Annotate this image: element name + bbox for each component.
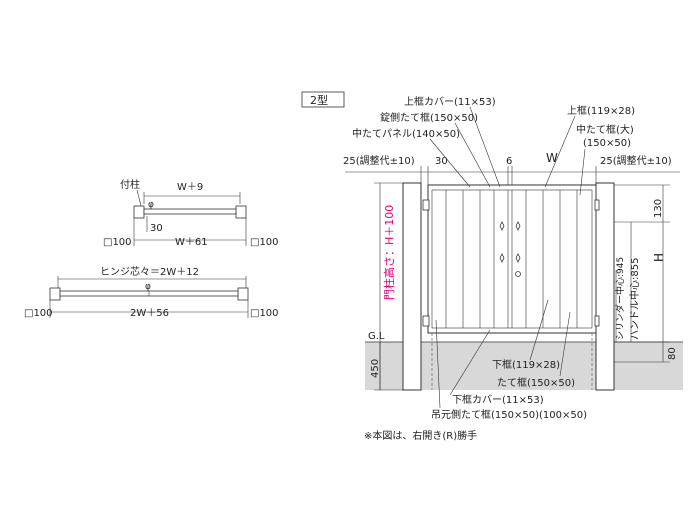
hinge-top xyxy=(422,199,430,211)
dim-130-label: 130 xyxy=(653,199,664,218)
latch-top xyxy=(594,199,600,211)
svg-text:φ: φ xyxy=(148,200,154,210)
post-right xyxy=(235,205,247,219)
post-label: 付柱 xyxy=(120,178,140,191)
leader-top-frame xyxy=(544,115,576,188)
leader-lock-stile xyxy=(454,122,491,188)
cylinder-right xyxy=(515,253,521,263)
stile-label: たて框(150×50) xyxy=(497,376,575,389)
note-label: ※本図は、右開き(R)勝手 xyxy=(364,429,477,442)
dim-30-label: 30 xyxy=(435,156,448,167)
cylinder-center-label: シリンダー中心:945 xyxy=(614,257,626,340)
bottom-frame-label: 下框(119×28) xyxy=(492,358,560,371)
hinge-center-label: ヒンジ芯々＝2W＋12 xyxy=(100,265,199,278)
gate-slats xyxy=(445,190,578,328)
gl-label: G.L xyxy=(368,331,385,342)
dim-450-label: 450 xyxy=(370,359,381,378)
plan-view-bottom: ヒンジ芯々＝2W＋12 φ 2W＋56 □100 □100 xyxy=(24,265,279,319)
post-left xyxy=(133,205,145,219)
leader-bottom-frame xyxy=(529,299,549,361)
post-height-label: 門柱高さ：H＋100 xyxy=(382,205,396,300)
center-stile-big-size: (150×50) xyxy=(583,138,631,149)
keyhole xyxy=(515,271,521,277)
hinge-bottom xyxy=(422,315,430,327)
plan-view-top: 付柱 W＋9 φ 30 W＋61 □100 □100 xyxy=(103,178,279,248)
leader-center-panel xyxy=(429,138,471,188)
post-size-right: □100 xyxy=(250,237,279,248)
type-label-box xyxy=(301,91,345,108)
center-stile-big-label: 中たて框(大) xyxy=(576,123,634,136)
width-top-label: W＋9 xyxy=(177,182,203,193)
post-size-right-2: □100 xyxy=(250,308,279,319)
bottom-frame-cover-label: 下框カバー(11×53) xyxy=(452,393,544,406)
cylinder-left xyxy=(499,253,505,263)
lock-stile-label: 錠側たて框(150×50) xyxy=(380,111,478,124)
width-bottom-label: W＋61 xyxy=(175,237,208,248)
center-panel-label: 中たてパネル(140×50) xyxy=(352,127,460,140)
dim-80-label: 80 xyxy=(667,347,678,360)
post-size-left: □100 xyxy=(103,237,132,248)
leader-bottom-frame-cover xyxy=(449,329,491,396)
hinge-stile-label: 吊元側たて框(150×50)(100×50) xyxy=(431,408,587,421)
post-leader-line xyxy=(136,189,142,207)
handle-right xyxy=(515,221,521,231)
handle-left xyxy=(499,221,505,231)
gap-label: 30 xyxy=(150,223,163,234)
post-right-2 xyxy=(237,287,249,301)
type-label: 2型 xyxy=(310,93,328,107)
leader-hinge-stile xyxy=(435,319,441,409)
svg-text:φ: φ xyxy=(145,282,151,292)
gate-plan-bar xyxy=(143,208,237,215)
elevation-view: 2型 G.L xyxy=(301,91,683,442)
leader-stile xyxy=(559,311,571,377)
adjust-left-label: 25(調整代±10) xyxy=(343,154,415,167)
top-frame-label: 上框(119×28) xyxy=(567,104,635,117)
top-frame-cover-label: 上框カバー(11×53) xyxy=(404,95,496,108)
latch-bottom xyxy=(594,315,600,327)
width-2w-label: 2W＋56 xyxy=(130,308,169,319)
adjust-right-label: 25(調整代±10) xyxy=(600,154,672,167)
handle-center-label: ハンドル中心:855 xyxy=(628,258,641,340)
post-right-elevation xyxy=(595,182,615,391)
post-left-elevation xyxy=(402,182,422,391)
leader-top-frame-cover xyxy=(469,106,501,188)
dim-h-label: H xyxy=(652,253,666,262)
post-size-left-2: □100 xyxy=(24,308,53,319)
dim-w-label: W xyxy=(546,151,558,165)
dim-6-label: 6 xyxy=(506,156,512,167)
leader-center-stile-big xyxy=(579,148,586,196)
post-left-2 xyxy=(49,287,61,301)
